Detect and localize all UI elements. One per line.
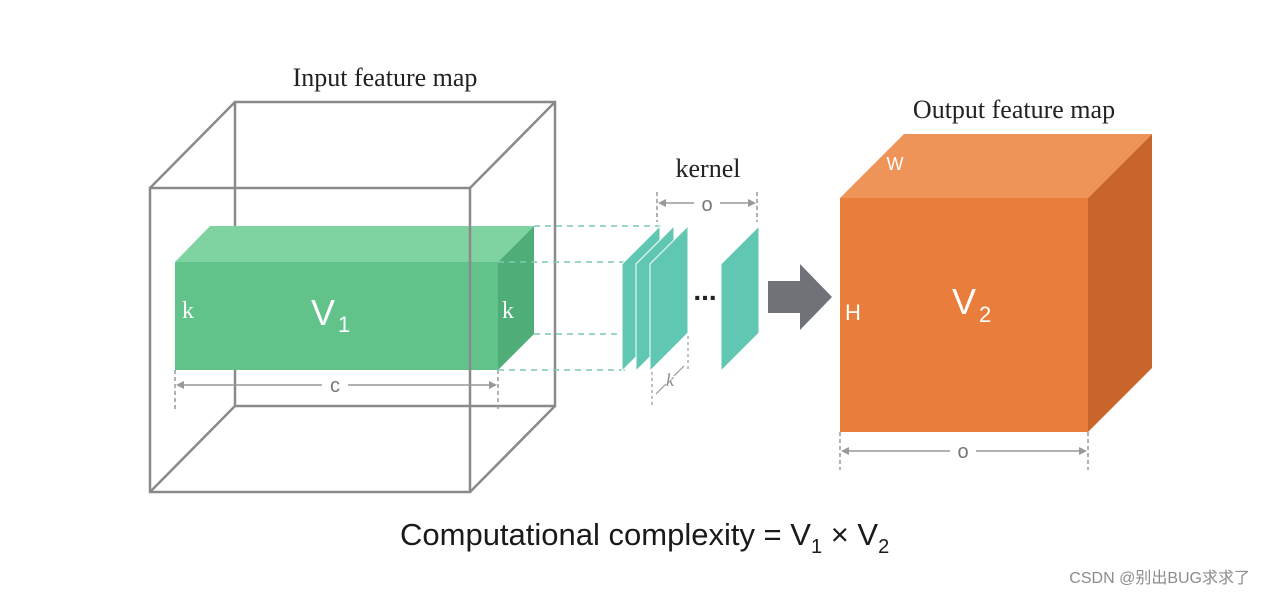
kernel-filter-last bbox=[720, 224, 760, 373]
output-cube-top bbox=[840, 134, 1152, 198]
watermark-text: CSDN @别出BUG求求了 bbox=[1069, 569, 1250, 587]
formula-sub1: 1 bbox=[811, 536, 822, 558]
kernel-depth-label: k bbox=[666, 370, 675, 390]
input-map-title: Input feature map bbox=[293, 63, 478, 92]
input-slab-front bbox=[175, 262, 498, 370]
input-cube-front-face bbox=[148, 186, 472, 494]
input-slab-top bbox=[175, 226, 534, 262]
input-width-dimension bbox=[174, 370, 499, 410]
output-cube-side bbox=[1088, 134, 1152, 432]
formula-sub2: 2 bbox=[878, 536, 889, 558]
input-height-label-right: k bbox=[502, 298, 514, 324]
transform-arrow-icon bbox=[768, 264, 832, 330]
output-cube bbox=[840, 134, 1152, 432]
output-block-label: V bbox=[952, 281, 976, 322]
input-block-label-sub: 1 bbox=[338, 312, 350, 337]
kernel-count-label: o bbox=[701, 194, 712, 216]
kernel-filters bbox=[621, 224, 760, 373]
output-width-label: W bbox=[887, 154, 904, 174]
input-cube-edge bbox=[469, 405, 556, 493]
kernel-count-dimension bbox=[656, 192, 758, 222]
output-depth-dimension bbox=[839, 432, 1089, 470]
output-cube-front bbox=[840, 198, 1088, 432]
kernel-depth-dimension bbox=[651, 336, 689, 408]
formula-times: × V bbox=[822, 517, 878, 552]
output-block-label-sub: 2 bbox=[979, 302, 991, 327]
input-cube-edge bbox=[469, 101, 556, 189]
output-depth-label: o bbox=[957, 441, 968, 463]
kernel-ellipsis: ... bbox=[693, 275, 716, 306]
input-slab bbox=[175, 226, 534, 370]
formula-text: Computational complexity = V bbox=[400, 517, 811, 552]
input-block-label: V bbox=[311, 292, 335, 333]
input-cube-edge bbox=[149, 101, 236, 189]
input-cube-edge bbox=[149, 405, 236, 493]
complexity-formula: Computational complexity = V1 × V2 bbox=[400, 517, 889, 558]
input-width-label: c bbox=[330, 375, 340, 397]
output-map-title: Output feature map bbox=[913, 95, 1115, 124]
kernel-filter bbox=[649, 224, 689, 373]
input-height-label-left: k bbox=[182, 298, 194, 324]
output-height-label: H bbox=[845, 300, 861, 325]
kernel-title: kernel bbox=[676, 154, 741, 183]
